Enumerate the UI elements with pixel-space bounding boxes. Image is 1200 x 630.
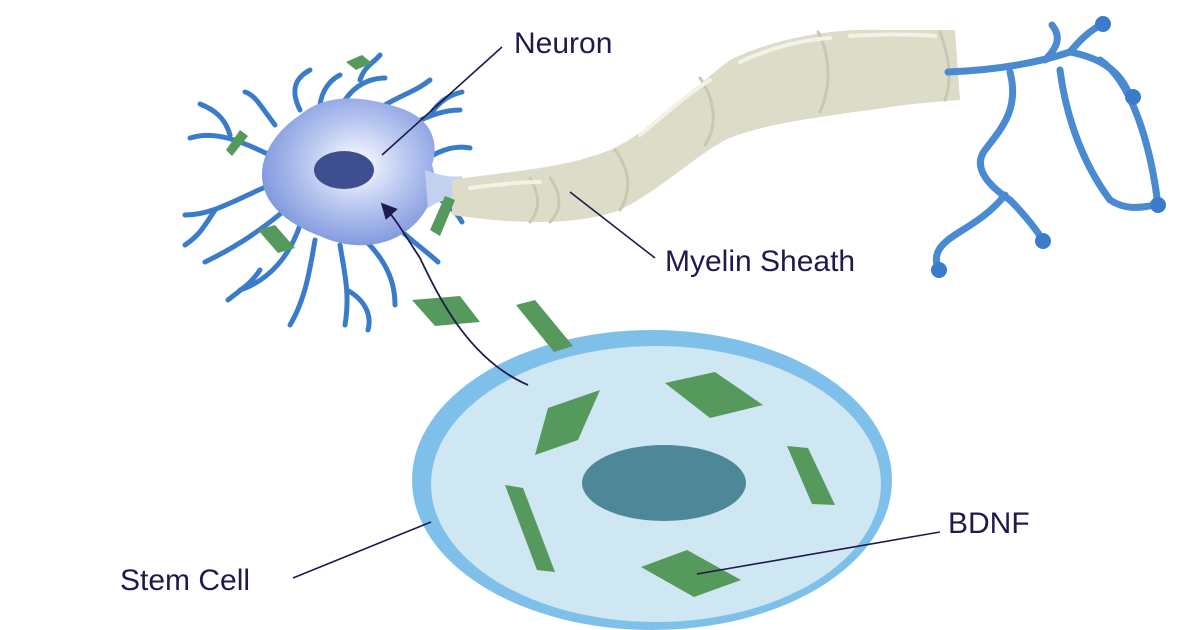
bdnf-particle bbox=[226, 130, 248, 156]
bdnf-particle bbox=[258, 225, 295, 253]
axon-terminals bbox=[931, 16, 1166, 278]
bdnf-particle bbox=[787, 446, 835, 505]
terminal-bulb bbox=[1035, 233, 1051, 249]
bdnf-particle bbox=[346, 55, 372, 70]
neuron-leader-line bbox=[381, 46, 503, 156]
bdnf-particle bbox=[641, 550, 741, 597]
stem-cell-nucleus bbox=[582, 445, 746, 521]
bdnf-transport-arrow bbox=[380, 202, 529, 386]
stem-cell-leader-line bbox=[292, 521, 432, 579]
bdnf-particle bbox=[535, 390, 600, 455]
myelin-sheath bbox=[452, 29, 960, 224]
bdnf-particles bbox=[226, 55, 835, 597]
terminal-bulb bbox=[931, 262, 947, 278]
bdnf-particle bbox=[412, 296, 480, 326]
neuron bbox=[182, 52, 473, 333]
terminal-bulb bbox=[1125, 89, 1141, 105]
terminal-bulb bbox=[1095, 16, 1111, 32]
bdnf-leader-line bbox=[696, 531, 941, 575]
myelin-leader-line bbox=[569, 191, 656, 259]
neuron-nucleus bbox=[314, 151, 374, 189]
label-bdnf: BDNF bbox=[948, 507, 1030, 540]
bdnf-particle bbox=[665, 372, 763, 418]
bdnf-particle bbox=[516, 300, 573, 352]
bdnf-particle bbox=[505, 485, 555, 572]
label-myelin-sheath: Myelin Sheath bbox=[665, 245, 855, 278]
label-neuron: Neuron bbox=[514, 27, 612, 60]
terminal-bulb bbox=[1150, 197, 1166, 213]
bdnf-particle bbox=[430, 196, 455, 236]
label-stem-cell: Stem Cell bbox=[120, 564, 250, 597]
